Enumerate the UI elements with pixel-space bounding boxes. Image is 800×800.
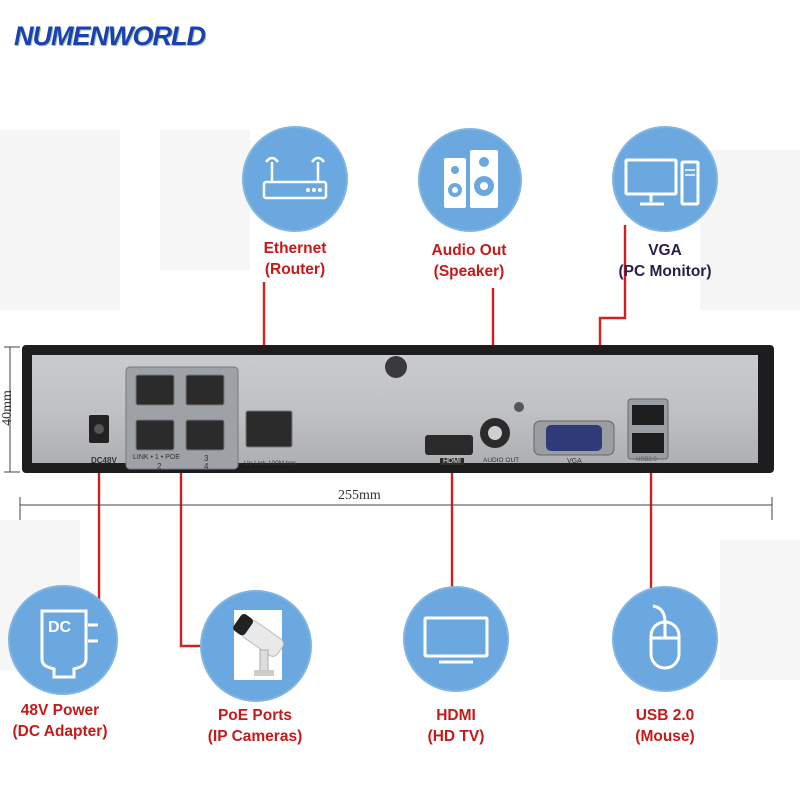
usb-label: USB 2.0 (Mouse) bbox=[610, 705, 720, 747]
hdmi-label: HDMI (HD TV) bbox=[400, 705, 512, 747]
usb-title: USB 2.0 bbox=[635, 707, 695, 724]
tv-icon bbox=[423, 616, 489, 664]
poe-port-2-label: 2 bbox=[157, 462, 162, 471]
audio-title: Audio Out bbox=[431, 242, 507, 259]
poe-port-4-label: 4 bbox=[204, 462, 209, 471]
audio-port-label: AUDIO OUT bbox=[483, 457, 520, 464]
ethernet-subtitle: (Router) bbox=[264, 261, 326, 278]
hdmi-callout-circle bbox=[403, 586, 509, 692]
ip-camera-icon bbox=[233, 610, 284, 680]
power-label: 48V Power (DC Adapter) bbox=[0, 700, 120, 742]
ethernet-label: Ethernet (Router) bbox=[240, 238, 350, 280]
brand-logo: NUMENWORLD bbox=[14, 16, 244, 56]
height-dimension: 40mm bbox=[0, 390, 15, 426]
pc-monitor-icon bbox=[624, 158, 700, 206]
dc-adapter-icon bbox=[40, 609, 98, 679]
poe-port-3-label: 3 bbox=[204, 454, 209, 463]
power-callout-circle: DC bbox=[8, 585, 118, 695]
mouse-icon bbox=[649, 604, 681, 670]
poe-title: PoE Ports bbox=[217, 707, 293, 724]
vga-title: VGA bbox=[648, 242, 682, 259]
power-subtitle: (DC Adapter) bbox=[12, 723, 108, 740]
hdmi-subtitle: (HD TV) bbox=[427, 728, 485, 745]
audio-callout-circle bbox=[418, 128, 522, 232]
width-dimension: 255mm bbox=[335, 488, 384, 504]
brand-name: NUMENWORLD bbox=[14, 21, 206, 51]
vga-label: VGA (PC Monitor) bbox=[600, 240, 730, 282]
usb-subtitle: (Mouse) bbox=[635, 728, 695, 745]
poe-label: PoE Ports (IP Cameras) bbox=[195, 705, 315, 747]
usb-callout-circle bbox=[612, 586, 718, 692]
vga-subtitle: (PC Monitor) bbox=[618, 263, 712, 280]
dc-icon-text: DC bbox=[48, 619, 72, 636]
nvr-device bbox=[22, 345, 774, 473]
audio-subtitle: (Speaker) bbox=[433, 263, 505, 280]
poe-subtitle: (IP Cameras) bbox=[207, 728, 303, 745]
audio-label: Audio Out (Speaker) bbox=[394, 240, 544, 282]
dc-port-label: DC48V bbox=[91, 456, 117, 465]
uplink-port-label: Up Link 100M bps bbox=[244, 460, 297, 467]
usb-port-label: USB2.0 bbox=[636, 457, 657, 463]
vga-callout-circle bbox=[612, 126, 718, 232]
speaker-icon bbox=[444, 150, 498, 208]
hdmi-port-label: HDMI bbox=[440, 458, 464, 465]
hdmi-title: HDMI bbox=[436, 707, 476, 724]
vga-port-label: VGA bbox=[567, 458, 582, 465]
ethernet-title: Ethernet bbox=[263, 240, 327, 257]
poe-port-label: LINK • 1 • POE bbox=[133, 454, 180, 461]
poe-callout-circle bbox=[200, 590, 312, 702]
ethernet-callout-circle bbox=[242, 126, 348, 232]
router-icon bbox=[262, 156, 328, 200]
power-title: 48V Power bbox=[20, 702, 100, 719]
